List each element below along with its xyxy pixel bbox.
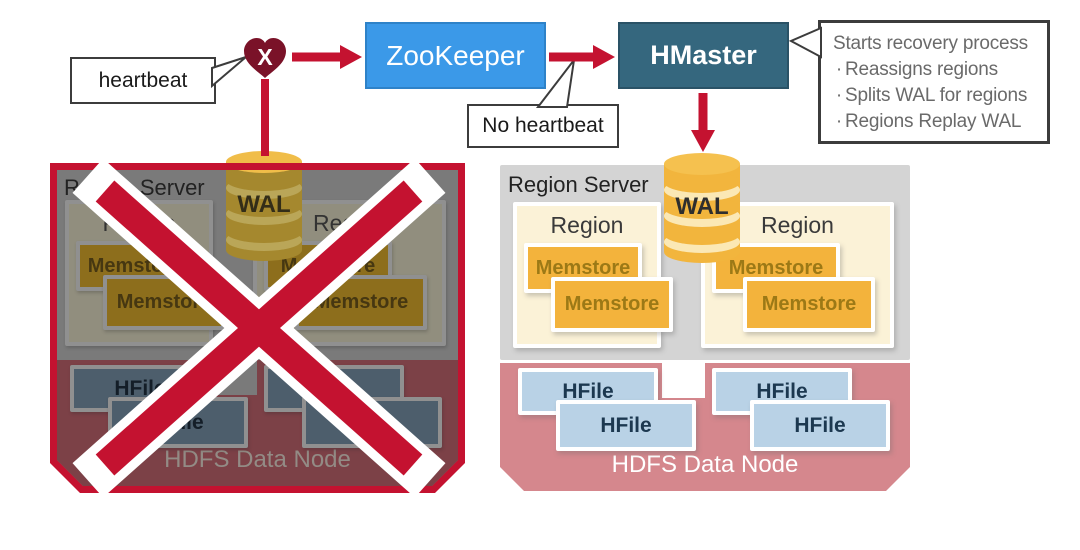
hfile-label: HFile [600, 413, 652, 437]
hfile-label: HFile [756, 379, 808, 403]
bullet-glyph: · [835, 111, 843, 132]
recovery-line-2: ·Splits WAL for regions [833, 83, 1041, 109]
hdfs-data-node-label: HDFS Data Node [611, 451, 799, 478]
bullet-glyph: · [835, 59, 843, 80]
memstore-box: Memstore [551, 277, 673, 332]
heartbeat-callout: heartbeat [70, 57, 216, 104]
hfile-label: HFile [794, 413, 846, 437]
memstore-label: Memstore [564, 293, 660, 315]
no-heartbeat-callout: No heartbeat [467, 104, 619, 148]
recovery-callout: Starts recovery process ·Reassigns regio… [818, 20, 1050, 144]
zookeeper-node: ZooKeeper [365, 22, 546, 89]
arrow-zookeeper-to-hmaster [549, 45, 615, 69]
memstore-label: Memstore [761, 293, 857, 315]
border-over-wal-strip [215, 163, 320, 170]
hfile-label: HFile [562, 379, 614, 403]
recovery-item-text: Regions Replay WAL [845, 111, 1022, 132]
no-heartbeat-callout-label: No heartbeat [482, 114, 604, 137]
wal-label: WAL [237, 191, 290, 218]
x-mark-icon [72, 163, 446, 493]
wal-cylinder-icon: WAL [664, 153, 740, 263]
hdfs-data-node-label: HDFS Data Node [164, 446, 351, 473]
heart-icon: X [244, 38, 286, 78]
recovery-title-text: Starts recovery process [833, 33, 1028, 54]
arrow-heart-to-zookeeper [292, 45, 362, 69]
memstore-label: Memstore [116, 291, 212, 313]
memstore-box: Memstore [743, 277, 875, 332]
heartbeat-callout-pointer [211, 56, 247, 89]
recovery-item-text: Reassigns regions [845, 59, 998, 80]
recovery-line-title: Starts recovery process [833, 31, 1041, 57]
heart-x-mark: X [257, 44, 273, 70]
memstore-label: Memstore [535, 256, 631, 279]
hfile-box: HFile [556, 400, 696, 451]
memstore-label: Memstore [313, 291, 409, 313]
recovered-region-server: Region Server Region Region Memstore Mem… [500, 153, 910, 492]
bullet-glyph: · [835, 85, 843, 106]
recovery-item-text: Splits WAL for regions [845, 85, 1028, 106]
heartbeat-callout-label: heartbeat [98, 68, 188, 92]
recovered-server-title: Region Server [508, 172, 649, 197]
recovery-line-1: ·Reassigns regions [833, 57, 1041, 83]
zookeeper-label: ZooKeeper [386, 39, 525, 71]
hmaster-node: HMaster [618, 22, 789, 89]
memstore-label: Memstore [728, 256, 824, 279]
hfile-box: HFile [750, 400, 890, 451]
recovery-line-3: ·Regions Replay WAL [833, 109, 1041, 135]
recovery-callout-pointer [788, 26, 822, 59]
wal-cylinder-icon: WAL [226, 151, 302, 261]
region-label: Region [550, 212, 624, 238]
region-label: Region [761, 212, 834, 238]
wal-label: WAL [675, 193, 728, 220]
failed-region-server: Region Server Region Region Memstore Mem… [50, 151, 465, 493]
arrow-hmaster-to-wal [691, 93, 715, 152]
hmaster-label: HMaster [650, 40, 757, 70]
